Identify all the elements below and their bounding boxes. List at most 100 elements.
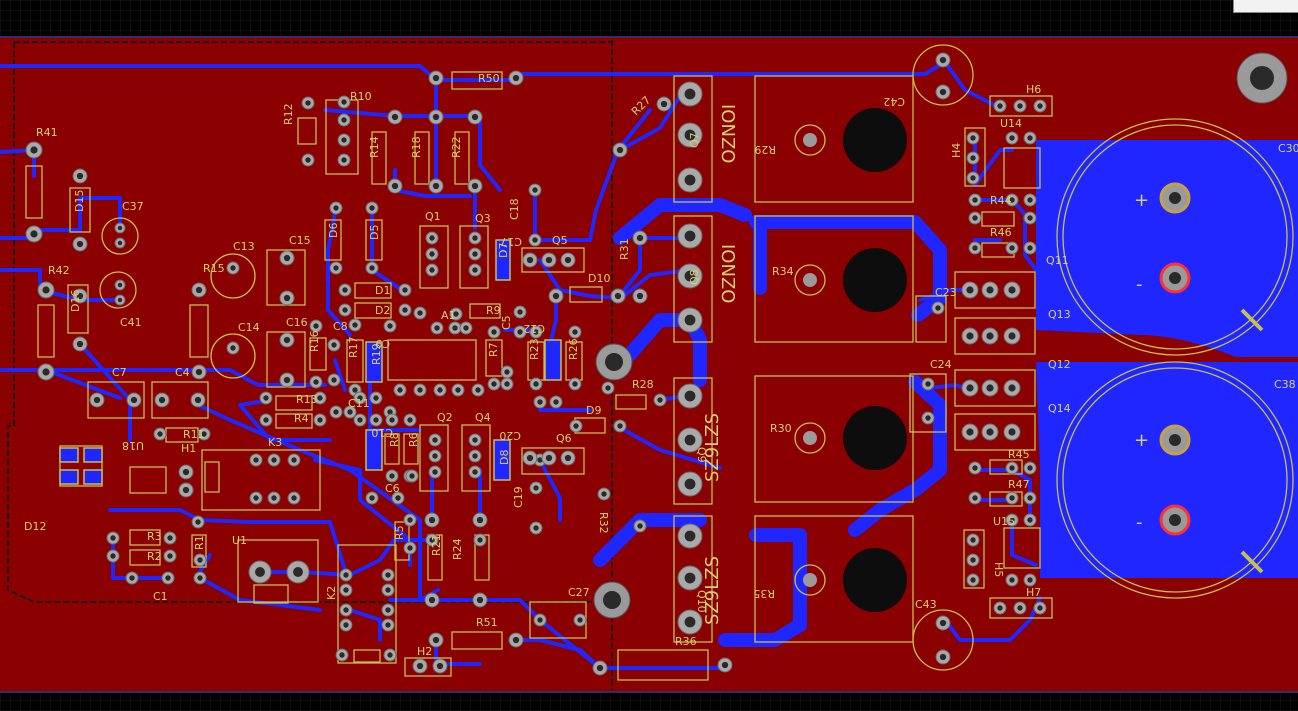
component-label-q9[interactable]: Q9: [695, 447, 708, 463]
component-label-r21[interactable]: R21: [430, 534, 443, 556]
component-label-a1[interactable]: A1: [441, 309, 456, 322]
component-label-r9[interactable]: R9: [486, 304, 501, 317]
component-label-u1[interactable]: U1: [232, 534, 247, 547]
component-label-r15[interactable]: R15: [203, 262, 225, 275]
component-label-r22[interactable]: R22: [450, 136, 463, 158]
component-label-c4[interactable]: C4: [175, 366, 190, 379]
component-label-c30[interactable]: C30: [1278, 142, 1298, 155]
component-label-c14[interactable]: C14: [238, 321, 260, 334]
component-label-r18[interactable]: R18: [410, 136, 423, 158]
component-label-c18[interactable]: C18: [508, 198, 521, 220]
component-label-r13[interactable]: R13: [296, 393, 318, 406]
component-label-c15[interactable]: C15: [289, 234, 311, 247]
component-label-c43[interactable]: C43: [915, 598, 937, 611]
component-label-r26[interactable]: R26: [567, 338, 580, 360]
component-label-c12[interactable]: C12: [523, 322, 545, 335]
component-label-d6[interactable]: D6: [327, 223, 340, 238]
component-label-c19[interactable]: C19: [512, 486, 525, 508]
component-label-r8[interactable]: R8: [388, 432, 401, 447]
component-label-d9[interactable]: D9: [586, 404, 601, 417]
component-label-c42[interactable]: C42: [883, 95, 905, 108]
component-label-d7[interactable]: D7: [497, 243, 510, 258]
component-label-r2[interactable]: R2: [147, 550, 162, 563]
component-label-r4[interactable]: R4: [294, 412, 309, 425]
component-label-r23[interactable]: R23: [528, 338, 541, 360]
component-label-c9[interactable]: C9: [375, 337, 390, 350]
component-label-q2[interactable]: Q2: [437, 411, 453, 424]
component-label-h1[interactable]: H1: [181, 442, 196, 455]
component-label-r32[interactable]: R32: [597, 512, 610, 534]
component-label-d15[interactable]: D15: [73, 190, 86, 212]
component-label-h6[interactable]: H6: [1026, 83, 1041, 96]
component-label-q8[interactable]: Q8: [688, 269, 701, 285]
component-label-c37[interactable]: C37: [122, 200, 144, 213]
component-label-h4[interactable]: H4: [950, 143, 963, 158]
component-label-d12[interactable]: D12: [24, 520, 46, 533]
component-label-r7[interactable]: R7: [487, 342, 500, 357]
component-label-k3[interactable]: K3: [268, 436, 282, 449]
component-label-d1[interactable]: D1: [375, 284, 390, 297]
component-label-c41[interactable]: C41: [120, 316, 142, 329]
component-label-q10[interactable]: Q10: [695, 590, 708, 613]
component-label-r5[interactable]: R5: [393, 525, 406, 540]
component-label-c16[interactable]: C16: [286, 316, 308, 329]
component-label-u15[interactable]: U15: [993, 515, 1015, 528]
component-label-c24[interactable]: C24: [930, 358, 952, 371]
component-label-r17[interactable]: R17: [347, 336, 360, 358]
component-label-c20[interactable]: C20: [499, 429, 521, 442]
component-label-h7[interactable]: H7: [1026, 586, 1041, 599]
component-label-r6[interactable]: R6: [407, 432, 420, 447]
component-label-c17[interactable]: C17: [500, 235, 522, 248]
component-label-c11[interactable]: C11: [348, 397, 370, 410]
component-label-q7[interactable]: Q7: [688, 132, 701, 148]
component-label-r47[interactable]: R47: [1008, 478, 1030, 491]
component-label-d2[interactable]: D2: [375, 304, 390, 317]
component-label-c13[interactable]: C13: [233, 240, 255, 253]
component-label-q5[interactable]: Q5: [552, 234, 568, 247]
component-label-r50[interactable]: R50: [478, 72, 500, 85]
component-label-c8[interactable]: C8: [333, 320, 348, 333]
component-label-r12[interactable]: R12: [282, 103, 295, 125]
component-label-r41[interactable]: R41: [36, 126, 58, 139]
component-label-r24[interactable]: R24: [451, 538, 464, 560]
component-label-c1[interactable]: C1: [153, 590, 168, 603]
component-label-r28[interactable]: R28: [632, 378, 654, 391]
component-label-r35[interactable]: R35: [753, 587, 775, 600]
component-label-r11[interactable]: R11: [183, 428, 205, 441]
component-label-r45[interactable]: R45: [1008, 448, 1030, 461]
component-label-c7[interactable]: C7: [112, 366, 127, 379]
component-label-d8[interactable]: D8: [498, 450, 511, 465]
component-label-q1[interactable]: Q1: [425, 210, 441, 223]
component-label-q12[interactable]: Q12: [1048, 358, 1071, 371]
component-label-r36[interactable]: R36: [675, 635, 697, 648]
component-label-d5[interactable]: D5: [368, 225, 381, 240]
component-label-r46[interactable]: R46: [990, 226, 1012, 239]
component-label-r3[interactable]: R3: [147, 530, 162, 543]
component-label-c38[interactable]: C38: [1274, 378, 1296, 391]
component-label-q6[interactable]: Q6: [556, 432, 572, 445]
component-label-r34[interactable]: R34: [772, 265, 794, 278]
component-label-r1[interactable]: R1: [193, 535, 206, 550]
component-label-q4[interactable]: Q4: [475, 411, 491, 424]
component-label-u18[interactable]: U18: [122, 439, 144, 452]
component-label-d10[interactable]: D10: [588, 272, 610, 285]
component-label-c6[interactable]: C6: [385, 482, 400, 495]
component-label-k2[interactable]: K2: [325, 586, 338, 600]
component-label-r51[interactable]: R51: [476, 616, 498, 629]
component-label-r14[interactable]: R14: [368, 136, 381, 158]
component-label-c5[interactable]: C5: [500, 315, 513, 330]
component-label-c10[interactable]: C10: [371, 426, 393, 439]
component-label-r42[interactable]: R42: [48, 264, 70, 277]
component-label-r19[interactable]: R19: [370, 343, 383, 365]
component-label-u14[interactable]: U14: [1000, 117, 1022, 130]
component-label-q13[interactable]: Q13: [1048, 308, 1071, 321]
component-label-r44[interactable]: R44: [990, 194, 1012, 207]
component-label-r31[interactable]: R31: [618, 238, 631, 260]
component-label-c23[interactable]: C23: [935, 286, 957, 299]
component-label-q3[interactable]: Q3: [475, 212, 491, 225]
component-label-c27[interactable]: C27: [568, 586, 590, 599]
component-label-r10[interactable]: R10: [350, 90, 372, 103]
component-label-q14[interactable]: Q14: [1048, 402, 1071, 415]
component-label-r30[interactable]: R30: [770, 422, 792, 435]
